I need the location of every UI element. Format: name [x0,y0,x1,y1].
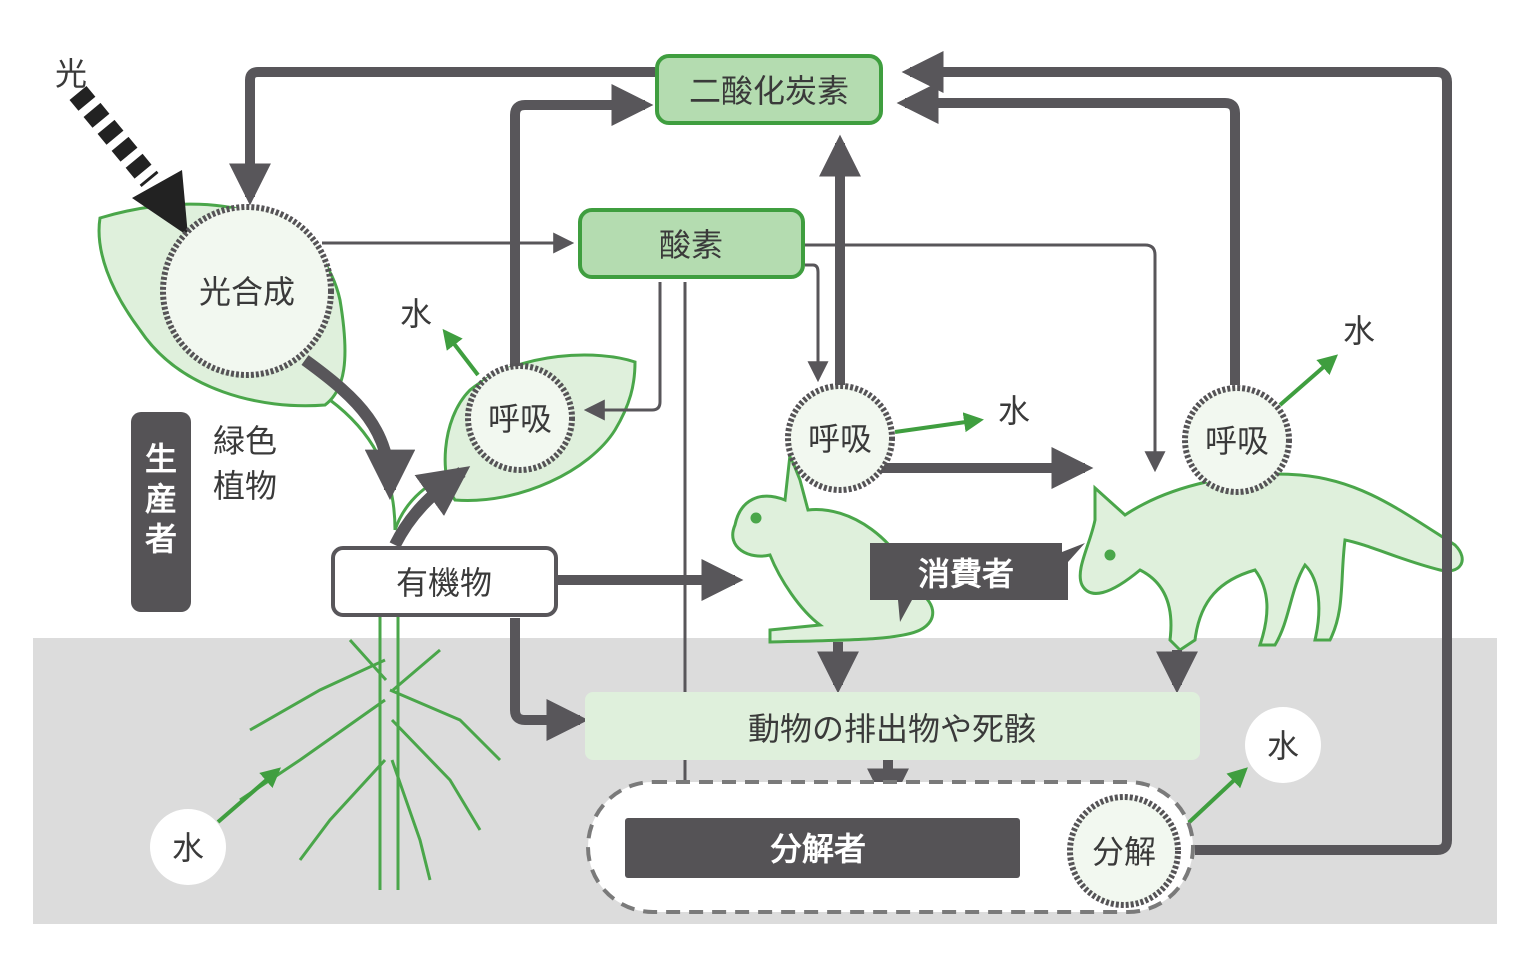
plant-respiration-to-co2-arrow [510,84,654,368]
organic-to-leaf-arrow [389,466,471,548]
producer-char-3: 者 [145,520,177,558]
oxygen-label: 酸素 [659,226,723,264]
fox-respiration-to-co2-arrow [896,82,1240,385]
decomposition-water-bubble [1245,707,1321,783]
plant-respiration-water-arrow [442,328,480,377]
remains-label: 動物の排出物や死骸 [748,710,1036,748]
remains-box [585,692,1200,760]
oxygen-to-rabbit-respiration-arrow [805,263,829,383]
rabbit-water-label: 水 [998,392,1030,430]
plant-to-remains-arrow [510,618,589,741]
producer-char-1: 生 [145,440,177,478]
plant-respiration-label: 呼吸 [488,400,552,438]
producer-char-2: 産 [145,480,177,518]
producer-badge [131,412,191,612]
decomposer-box [625,818,1020,878]
oxygen-to-fox-arrow [805,243,1166,473]
decomposition-water-label: 水 [1267,727,1299,765]
decomposition-node [1067,794,1181,908]
root-water-uptake-arrow [216,767,282,824]
fox-water-label: 水 [1343,312,1375,350]
fox-respiration-label: 呼吸 [1205,422,1269,460]
organic-matter-box [331,546,558,617]
co2-label: 二酸化炭素 [689,72,849,110]
photosynthesis-to-organic-arrow [301,355,416,501]
light-arrow [69,85,188,236]
fox-respiration-water-arrow [1278,354,1339,407]
green-plant-label-2: 植物 [213,467,277,505]
decomposer-label: 分解者 [770,830,866,868]
photosynthesis-label: 光合成 [199,273,295,311]
green-plant-label-1: 緑色 [213,422,277,460]
consumer-label: 消費者 [918,555,1014,593]
decomposition-water-arrow [1181,767,1248,830]
rabbit-respiration-water-arrow [894,412,984,434]
fox-respiration-node [1182,385,1292,495]
decomposition-to-co2-arrow [901,51,1452,855]
co2-box [655,54,883,125]
oxygen-to-plant-respiration-arrow [583,282,662,421]
root-water-bubble [150,809,226,885]
carbon-flow-arrows [229,51,1452,855]
decomposition-label: 分解 [1092,833,1156,871]
root-water-label: 水 [172,829,204,867]
consumer-badge [870,543,1085,622]
photosynthesis-node [160,204,334,378]
plant-water-label: 水 [400,295,432,333]
light-label: 光 [55,55,87,93]
oxygen-box [578,208,805,279]
rabbit-respiration-node [785,383,895,493]
organic-matter-label: 有機物 [396,564,492,602]
co2-to-photosynthesis-arrow [229,67,655,206]
fox-illustration [1078,472,1464,652]
water-flow-arrows [216,328,1339,830]
rabbit-respiration-label: 呼吸 [808,420,872,458]
plant-respiration-node [465,363,575,473]
